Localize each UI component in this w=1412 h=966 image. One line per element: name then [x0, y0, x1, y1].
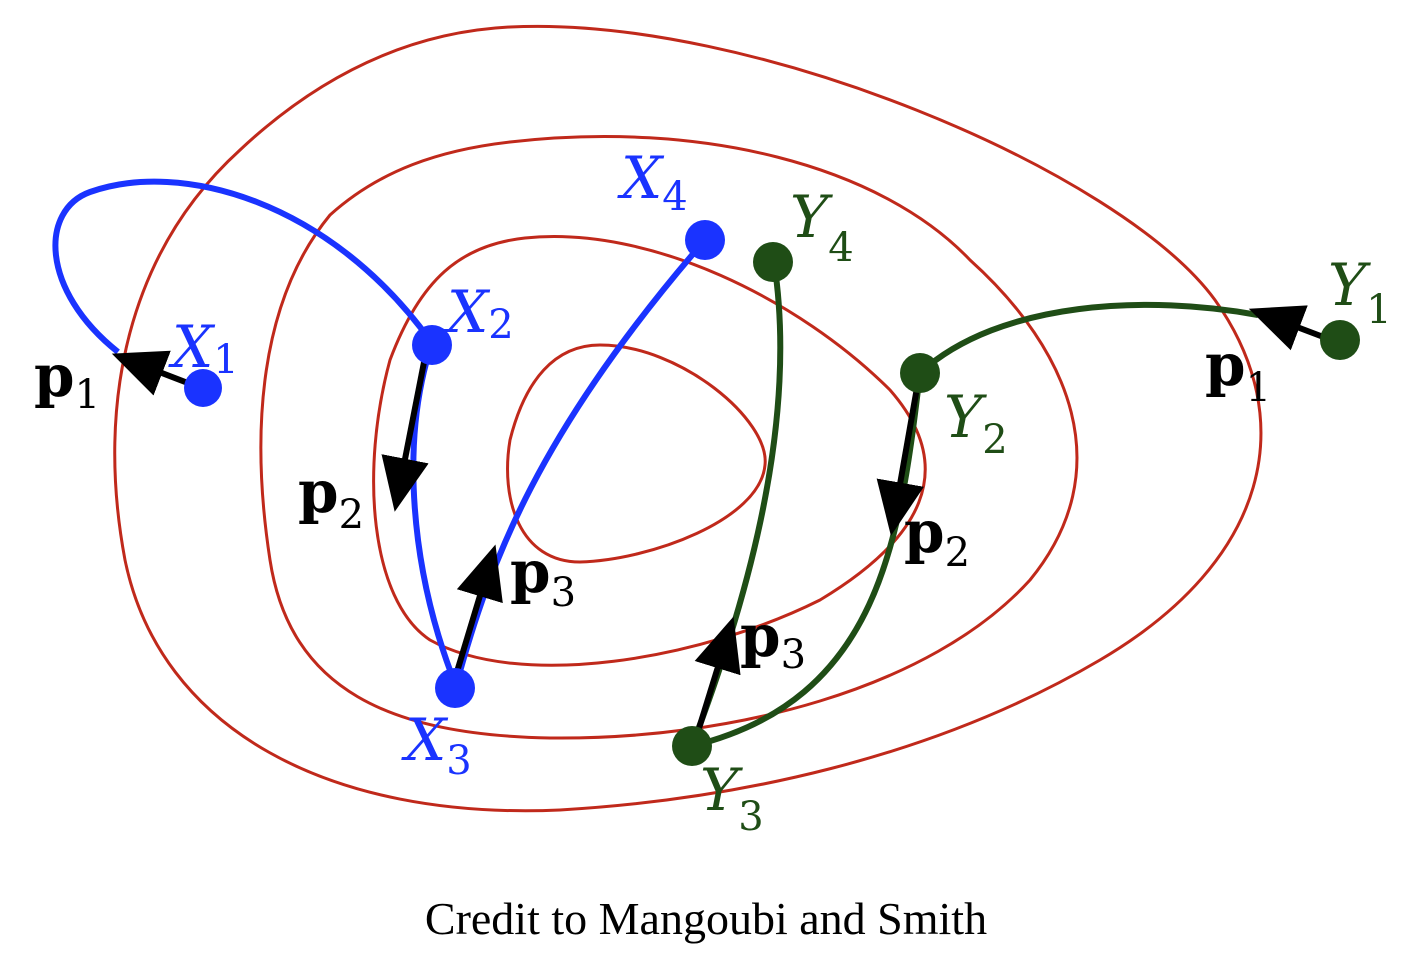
x1-point — [184, 369, 222, 407]
y3-point — [672, 726, 712, 766]
y1-label: Y1 — [1328, 251, 1392, 333]
y2-label: Y2 — [944, 383, 1008, 463]
x3-label: X3 — [401, 706, 472, 784]
contour-second — [259, 135, 1079, 740]
contour-outer — [113, 24, 1263, 813]
x-p1-label: p1 — [34, 342, 100, 418]
y-labels: Y1 Y2 Y3 Y4 — [700, 183, 1392, 840]
contour-inner — [506, 343, 767, 564]
y-path-1-2 — [917, 301, 1259, 376]
y3-label: Y3 — [700, 756, 764, 840]
x-p2-label: p2 — [298, 458, 364, 538]
x-path-1-2 — [52, 178, 435, 355]
x-p3-label: p3 — [510, 538, 576, 616]
x4-point — [685, 220, 725, 260]
y-arrow-p3 — [693, 616, 741, 739]
y4-label: Y4 — [790, 183, 854, 271]
y-path-2-3 — [691, 372, 923, 749]
y-trajectory — [689, 261, 1259, 749]
contour-third — [372, 235, 927, 667]
y-points — [672, 242, 1360, 766]
x1-label: X1 — [168, 313, 239, 383]
x3-point — [435, 668, 475, 708]
figure-caption: Credit to Mangoubi and Smith — [424, 893, 988, 944]
y-path-3-4 — [689, 261, 784, 748]
x2-label: X2 — [443, 278, 514, 348]
x2-point — [412, 325, 452, 365]
y2-point — [900, 353, 940, 393]
y-p3-label: p3 — [740, 602, 806, 678]
x-trajectory — [52, 178, 708, 688]
y-p1-label: p1 — [1205, 331, 1271, 411]
hmc-coupling-diagram: X1 X2 X3 X4 Y1 Y2 Y3 Y4 p1 p2 — [34, 24, 1392, 840]
x-points — [184, 220, 725, 708]
y4-point — [753, 242, 793, 282]
x-arrow-p3 — [453, 544, 503, 676]
x-labels: X1 X2 X3 X4 — [168, 144, 688, 784]
x-arrow-p2 — [381, 351, 429, 512]
contour-lines — [113, 24, 1263, 813]
y-p2-label: p2 — [904, 498, 970, 576]
y1-point — [1320, 320, 1360, 360]
momentum-arrows — [111, 305, 1336, 739]
x4-label: X4 — [617, 144, 688, 220]
y-arrow-p2 — [876, 381, 924, 536]
momentum-labels: p1 p2 p3 p1 p2 p3 — [34, 331, 1271, 678]
x-arrow-p1 — [111, 350, 195, 396]
